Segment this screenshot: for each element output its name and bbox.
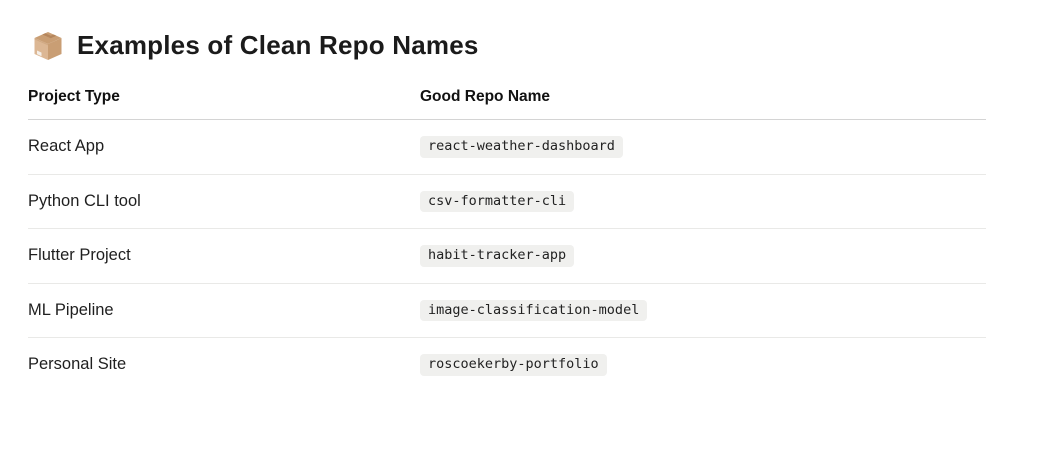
table-row: ML Pipeline image-classification-model bbox=[28, 283, 986, 338]
repo-name-code: habit-tracker-app bbox=[420, 245, 575, 267]
column-header-good-repo-name: Good Repo Name bbox=[420, 88, 986, 120]
table-body: React App react-weather-dashboard Python… bbox=[28, 119, 986, 392]
table-header-row: Project Type Good Repo Name bbox=[28, 88, 986, 120]
page-title: Examples of Clean Repo Names bbox=[77, 30, 479, 61]
project-type-cell: ML Pipeline bbox=[28, 283, 420, 338]
package-icon bbox=[32, 30, 64, 62]
project-type-cell: Python CLI tool bbox=[28, 174, 420, 229]
repo-name-code: react-weather-dashboard bbox=[420, 136, 623, 158]
table-header: Project Type Good Repo Name bbox=[28, 88, 986, 120]
repo-name-code: csv-formatter-cli bbox=[420, 190, 575, 212]
document-page: Examples of Clean Repo Names Project Typ… bbox=[28, 30, 986, 392]
repo-name-cell: habit-tracker-app bbox=[420, 228, 986, 284]
project-type-cell: Flutter Project bbox=[28, 228, 420, 284]
page-title-row: Examples of Clean Repo Names bbox=[32, 30, 986, 62]
project-type-cell: React App bbox=[28, 119, 420, 175]
table-row: Python CLI tool csv-formatter-cli bbox=[28, 174, 986, 229]
repo-name-cell: react-weather-dashboard bbox=[420, 119, 986, 175]
table-row: Flutter Project habit-tracker-app bbox=[28, 228, 986, 284]
repo-name-cell: csv-formatter-cli bbox=[420, 174, 986, 229]
column-header-project-type: Project Type bbox=[28, 88, 420, 120]
repo-name-cell: image-classification-model bbox=[420, 283, 986, 338]
table-row: Personal Site roscoekerby-portfolio bbox=[28, 338, 986, 392]
repo-name-code: roscoekerby-portfolio bbox=[420, 354, 607, 376]
table-row: React App react-weather-dashboard bbox=[28, 119, 986, 175]
project-type-cell: Personal Site bbox=[28, 355, 127, 374]
repo-name-code: image-classification-model bbox=[420, 299, 648, 321]
repo-names-table: Project Type Good Repo Name React App re… bbox=[28, 88, 986, 392]
repo-name-cell: roscoekerby-portfolio bbox=[420, 338, 986, 392]
